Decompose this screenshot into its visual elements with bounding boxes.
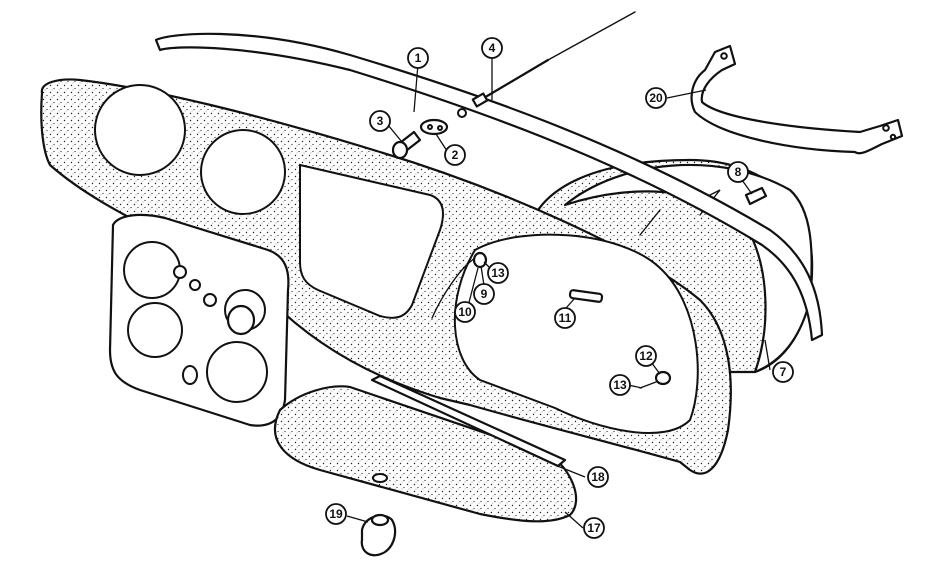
callout-label: 4 xyxy=(489,41,496,55)
callout-label: 13 xyxy=(491,266,505,280)
callout-label: 3 xyxy=(377,114,384,128)
glovebox-lock xyxy=(639,370,672,389)
callout-2: 2 xyxy=(444,144,466,166)
callout-label: 10 xyxy=(458,305,472,319)
callout-label: 12 xyxy=(639,349,653,363)
callout-7: 7 xyxy=(772,361,794,383)
instrument-panel xyxy=(108,213,290,427)
glovebox-hinge-rod xyxy=(431,251,488,319)
glovebox-lid xyxy=(273,385,578,523)
callout-label: 17 xyxy=(587,521,601,535)
callout-17: 17 xyxy=(583,517,605,539)
callout-18: 18 xyxy=(587,466,609,488)
catch-plate xyxy=(568,289,604,303)
callout-label: 9 xyxy=(481,287,488,301)
callout-label: 20 xyxy=(649,91,663,105)
callout-label: 11 xyxy=(559,311,572,325)
callout-13-lower: 13 xyxy=(609,374,631,396)
support-bracket xyxy=(690,44,904,155)
crash-pad-rail xyxy=(154,32,824,342)
knob xyxy=(391,130,422,160)
callout-8: 8 xyxy=(727,161,749,183)
dashboard-panel xyxy=(40,78,732,475)
choke-cable xyxy=(471,11,636,108)
lock-barrel xyxy=(360,513,397,557)
callout-19: 19 xyxy=(325,503,347,525)
callout-20: 20 xyxy=(645,87,667,109)
callout-9: 9 xyxy=(473,283,495,305)
hinge-strip xyxy=(370,374,567,468)
callout-4: 4 xyxy=(481,37,503,59)
callout-13-upper: 13 xyxy=(487,262,509,284)
callout-label: 2 xyxy=(452,148,459,162)
callout-label: 18 xyxy=(591,470,605,484)
callout-label: 1 xyxy=(415,51,422,65)
callout-11: 11 xyxy=(554,307,576,329)
callout-12: 12 xyxy=(635,345,657,367)
callout-label: 8 xyxy=(735,165,742,179)
panel-switch xyxy=(419,118,449,136)
callout-3: 3 xyxy=(369,110,391,132)
callout-label: 19 xyxy=(329,507,343,521)
callout-label: 13 xyxy=(613,378,627,392)
callout-label: 7 xyxy=(780,365,787,379)
callout-10: 10 xyxy=(454,301,476,323)
callout-1: 1 xyxy=(407,47,429,69)
mounting-clip xyxy=(744,186,768,206)
